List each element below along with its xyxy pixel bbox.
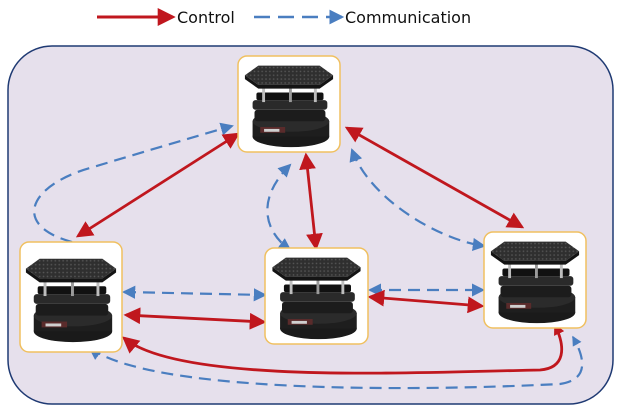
- mobile-robot-icon: [25, 258, 117, 343]
- robot-left: [19, 241, 123, 353]
- control-link-left-right-long: [122, 323, 565, 375]
- mobile-robot-icon: [490, 241, 580, 324]
- robot-center: [264, 247, 369, 345]
- control-link-top-center: [299, 152, 323, 251]
- control-link-top-right: [344, 126, 525, 229]
- robot-right: [483, 231, 587, 329]
- control-link-left-center: [123, 307, 267, 330]
- control-link-top-left: [75, 132, 241, 238]
- communication-legend-label: Communication: [345, 8, 471, 27]
- comm-link-left-center: [122, 285, 267, 302]
- legend: Control Communication: [97, 8, 471, 27]
- control-legend-label: Control: [177, 8, 235, 27]
- control-link-center-right: [367, 289, 485, 314]
- control-links: [75, 126, 565, 375]
- comm-link-left-right-long: [88, 335, 584, 390]
- mobile-robot-icon: [244, 65, 334, 148]
- mobile-robot-icon: [272, 257, 361, 340]
- robot-top: [237, 55, 341, 153]
